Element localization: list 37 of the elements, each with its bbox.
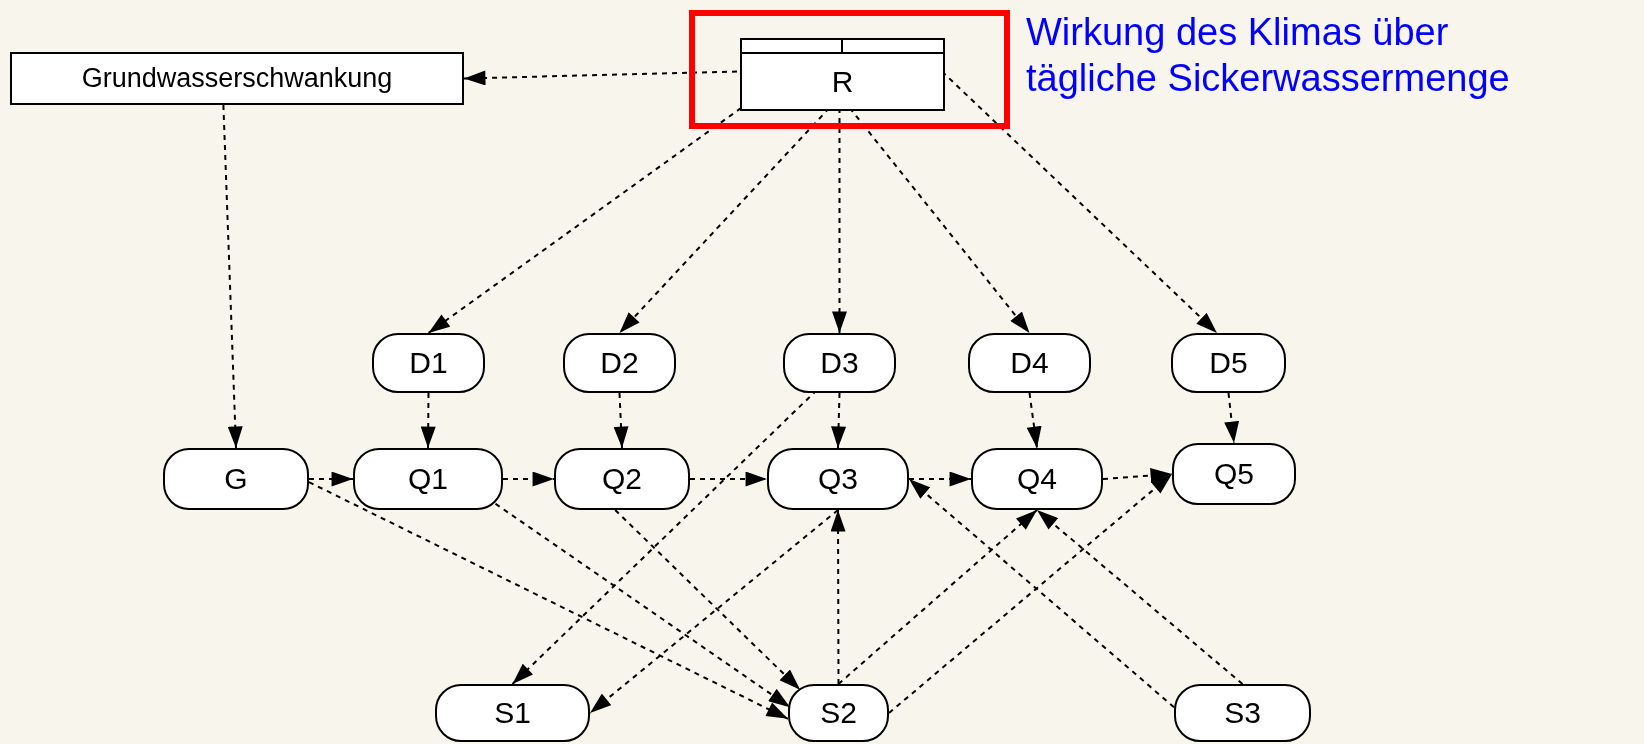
process-box: Grundwasserschwankung <box>10 52 464 105</box>
arrow <box>908 471 972 487</box>
arrow <box>1102 468 1173 484</box>
arrow <box>1026 392 1042 449</box>
arrow <box>308 481 789 720</box>
rounded-node: S2 <box>788 684 889 742</box>
arrow <box>222 104 243 449</box>
rounded-node: Q3 <box>767 448 909 510</box>
rounded-node: Q4 <box>971 448 1103 510</box>
rounded-node: S3 <box>1174 684 1311 742</box>
arrow <box>614 509 802 691</box>
arrow <box>589 509 839 714</box>
table-box <box>740 38 945 111</box>
arrow <box>689 471 768 487</box>
arrow <box>837 509 1038 685</box>
arrow <box>502 471 555 487</box>
arrow <box>463 70 738 86</box>
rounded-node: D2 <box>563 333 676 393</box>
arrow <box>1224 392 1240 444</box>
arrow <box>831 392 847 449</box>
node-label: R <box>831 66 854 97</box>
arrow <box>494 502 791 709</box>
rounded-node: D4 <box>968 333 1091 393</box>
arrow <box>830 509 846 685</box>
rounded-node: D3 <box>783 333 896 393</box>
rounded-node: D5 <box>1171 333 1286 393</box>
rounded-node: G <box>163 448 309 510</box>
rounded-node: S1 <box>435 684 590 742</box>
rounded-node: Q2 <box>554 448 690 510</box>
annotation-text: Wirkung des Klimas über tägliche Sickerwassermenge <box>1026 10 1511 101</box>
arrow <box>420 392 436 449</box>
arrow <box>308 471 354 487</box>
rounded-node: D1 <box>372 333 485 393</box>
arrow <box>1036 509 1244 685</box>
rounded-node: Q5 <box>1172 443 1296 505</box>
rounded-node: Q1 <box>353 448 503 510</box>
arrow <box>613 392 629 449</box>
